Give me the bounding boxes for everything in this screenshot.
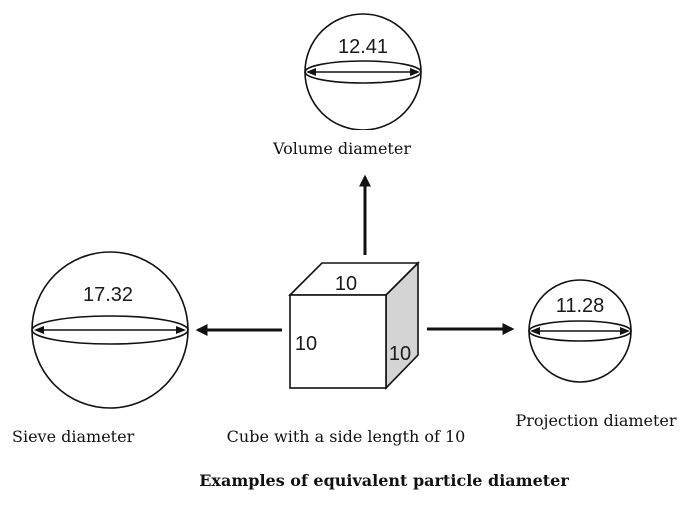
cube-front-label: 10 <box>295 333 317 355</box>
sieve-sphere <box>31 251 189 409</box>
cube-top-label: 10 <box>335 273 357 295</box>
sieve-caption: Sieve diameter <box>12 427 135 446</box>
cube <box>288 261 420 390</box>
volume-value: 12.41 <box>338 36 388 58</box>
projection-value: 11.28 <box>556 295 605 317</box>
volume-sphere <box>304 13 422 130</box>
cube-side-label: 10 <box>389 343 411 365</box>
cube-caption: Cube with a side length of 10 <box>227 427 466 446</box>
sieve-value: 17.32 <box>83 284 133 306</box>
figure-title: Examples of equivalent particle diameter <box>199 471 569 490</box>
cube-front-face <box>289 294 387 389</box>
projection-sphere <box>528 279 632 383</box>
projection-caption: Projection diameter <box>515 411 676 430</box>
volume-caption: Volume diameter <box>272 139 411 158</box>
